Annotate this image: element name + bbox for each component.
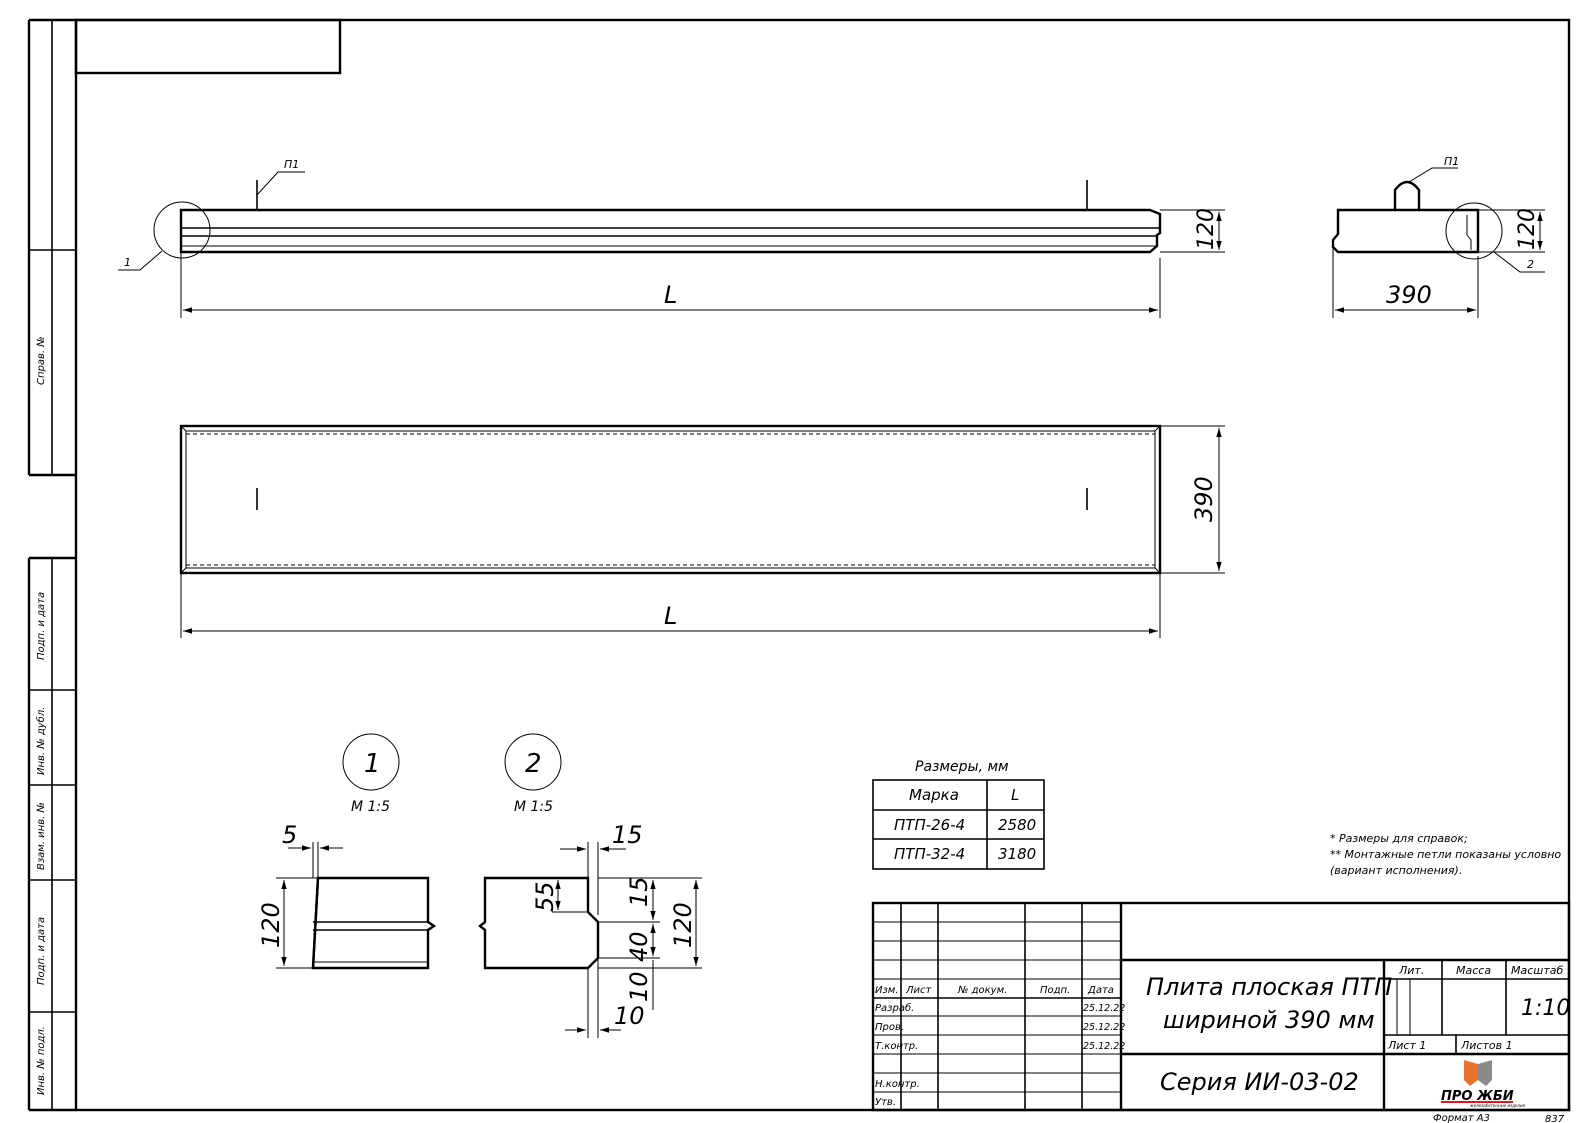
label-sprav-no: Справ. № [36, 336, 47, 385]
dim-length-front: L [664, 281, 677, 309]
size-table-header-marka: Марка [909, 786, 959, 804]
logo-mark-left [1464, 1060, 1478, 1086]
tb-date-1: 25.12.22 [1083, 1003, 1125, 1014]
tb-title-line-1: Плита плоская ПТП [1146, 973, 1392, 1001]
tb-col-doc: № докум. [957, 985, 1007, 996]
tb-lit: Лит. [1398, 964, 1424, 977]
callout-circle-1 [153, 201, 211, 259]
detail-1-number: 1 [364, 749, 381, 779]
tb-date-3: 25.12.22 [1083, 1041, 1125, 1052]
dim-length-plan: L [664, 602, 677, 630]
d2-dim-15: 15 [625, 876, 653, 907]
tb-massa: Масса [1456, 964, 1491, 977]
tb-col-data: Дата [1087, 985, 1114, 996]
label-inv-podl: Инв. № подл. [36, 1026, 47, 1095]
tb-format: Формат А3 [1433, 1113, 1490, 1123]
tb-sheet: Лист 1 [1387, 1039, 1426, 1052]
size-table-row-1-mark: ПТП-26-4 [894, 816, 965, 834]
tb-col-izm: Изм. [875, 985, 899, 996]
tb-sheets: Листов 1 [1460, 1039, 1513, 1052]
notes: * Размеры для справок; ** Монтажные петл… [1330, 832, 1561, 877]
side-view: П1 2 120 390 [1331, 155, 1545, 318]
callout-2-label: 2 [1527, 258, 1534, 271]
lifting-loop-side [1393, 180, 1421, 210]
tb-row-prov: Пров. [875, 1022, 904, 1033]
d2-dim-10v: 10 [625, 971, 653, 1002]
callout-1-label: 1 [124, 256, 131, 269]
dim-height-side: 120 [1515, 208, 1540, 250]
tb-row-tkontr: Т.контр. [875, 1041, 918, 1052]
size-table: Размеры, мм Марка L ПТП-26-4 2580 ПТП-32… [872, 759, 1045, 870]
logo-subtitle: железобетонные изделия [1469, 1103, 1526, 1108]
dim-width-plan: 390 [1190, 476, 1218, 522]
d2-dim-55: 55 [531, 881, 559, 912]
label-podp-data-1: Подп. и дата [36, 592, 47, 660]
logo-text: ПРО ЖБИ [1441, 1089, 1514, 1104]
d2-dim-10h: 10 [614, 1002, 645, 1030]
tb-scale-value: 1:10 [1521, 996, 1570, 1021]
dim-width-side: 390 [1386, 281, 1432, 309]
size-table-row-1-l: 2580 [998, 816, 1036, 834]
detail-2: 2 М 1:5 15 55 15 40 10 120 10 [478, 733, 702, 1038]
label-vzam-inv: Взам. инв. № [36, 802, 47, 870]
detail-2-number: 2 [525, 749, 542, 779]
note-line-1: * Размеры для справок; [1330, 832, 1468, 845]
size-table-header-l: L [1011, 786, 1019, 804]
tb-masshtab: Масштаб [1511, 964, 1563, 977]
size-table-caption: Размеры, мм [915, 759, 1009, 775]
tb-row-razrab: Разраб. [875, 1002, 914, 1014]
detail-1: 1 М 1:5 5 120 [257, 733, 437, 970]
logo-mark-right [1478, 1060, 1492, 1086]
tb-col-podp: Подп. [1040, 985, 1070, 996]
callout-circle-2 [1445, 202, 1503, 260]
top-corner-stamp [74, 18, 342, 75]
detail-2-circle [504, 733, 562, 791]
tb-row-nkontr: Н.контр. [875, 1079, 920, 1090]
note-line-3: (вариант исполнения). [1330, 864, 1462, 877]
dim-height-front: 120 [1194, 208, 1219, 250]
d2-dim-120: 120 [669, 902, 697, 948]
loop-label-side: П1 [1444, 155, 1459, 168]
d2-dim-top: 15 [612, 821, 643, 849]
d1-dim-height: 120 [257, 902, 285, 948]
title-block: Изм. Лист № докум. Подп. Дата Разраб. Пр… [871, 901, 1570, 1123]
tb-col-list: Лист [905, 985, 933, 996]
detail-1-scale: М 1:5 [351, 799, 390, 815]
tb-series: Серия ИИ-03-02 [1160, 1068, 1359, 1096]
plan-view: 390 L [179, 424, 1225, 638]
tb-date-2: 25.12.22 [1083, 1022, 1125, 1033]
label-podp-data-2: Подп. и дата [36, 917, 47, 985]
tb-row-utv: Утв. [875, 1097, 896, 1108]
tb-code: 837 [1545, 1114, 1565, 1123]
front-view: П1 1 120 L [118, 158, 1225, 318]
sheet-frame [27, 18, 1571, 1112]
size-table-row-2-mark: ПТП-32-4 [894, 845, 965, 863]
d2-dim-40: 40 [625, 931, 653, 962]
detail-2-scale: М 1:5 [514, 799, 553, 815]
d1-dim-top: 5 [282, 821, 297, 849]
label-inv-dubl: Инв. № дубл. [35, 707, 47, 775]
detail-1-circle [342, 733, 400, 791]
size-table-row-2-l: 3180 [998, 845, 1036, 863]
company-logo: ПРО ЖБИ железобетонные изделия [1441, 1060, 1526, 1108]
note-line-2: ** Монтажные петли показаны условно [1330, 848, 1561, 861]
loop-label-front: П1 [284, 158, 299, 171]
tb-title-line-2: шириной 390 мм [1163, 1006, 1375, 1034]
